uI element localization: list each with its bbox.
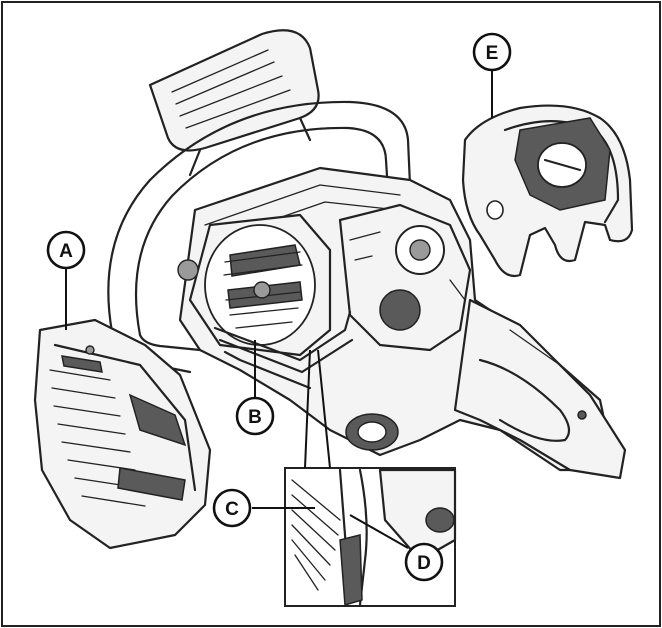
callout-a-label: A	[59, 241, 73, 262]
callout-c-label: C	[225, 499, 239, 520]
cylinder-cover	[33, 318, 212, 550]
callout-e: E	[472, 32, 512, 72]
callout-d-label: D	[417, 553, 431, 574]
callout-b: B	[235, 396, 275, 436]
callout-e-label: E	[486, 43, 499, 64]
detail-inset	[284, 349, 457, 607]
callout-a: A	[46, 230, 86, 270]
cylinder-fins	[177, 213, 332, 357]
callout-b-label: B	[248, 407, 262, 428]
carburetor-area	[338, 203, 472, 352]
air-filter-cover	[461, 104, 634, 278]
chain-tensioner-knob	[345, 413, 399, 451]
callout-c: C	[212, 488, 252, 528]
wire-frame	[213, 310, 354, 390]
rear-handle	[453, 298, 627, 480]
hand-guard	[148, 29, 320, 177]
leader-d	[349, 514, 409, 549]
callout-d: D	[404, 542, 444, 582]
